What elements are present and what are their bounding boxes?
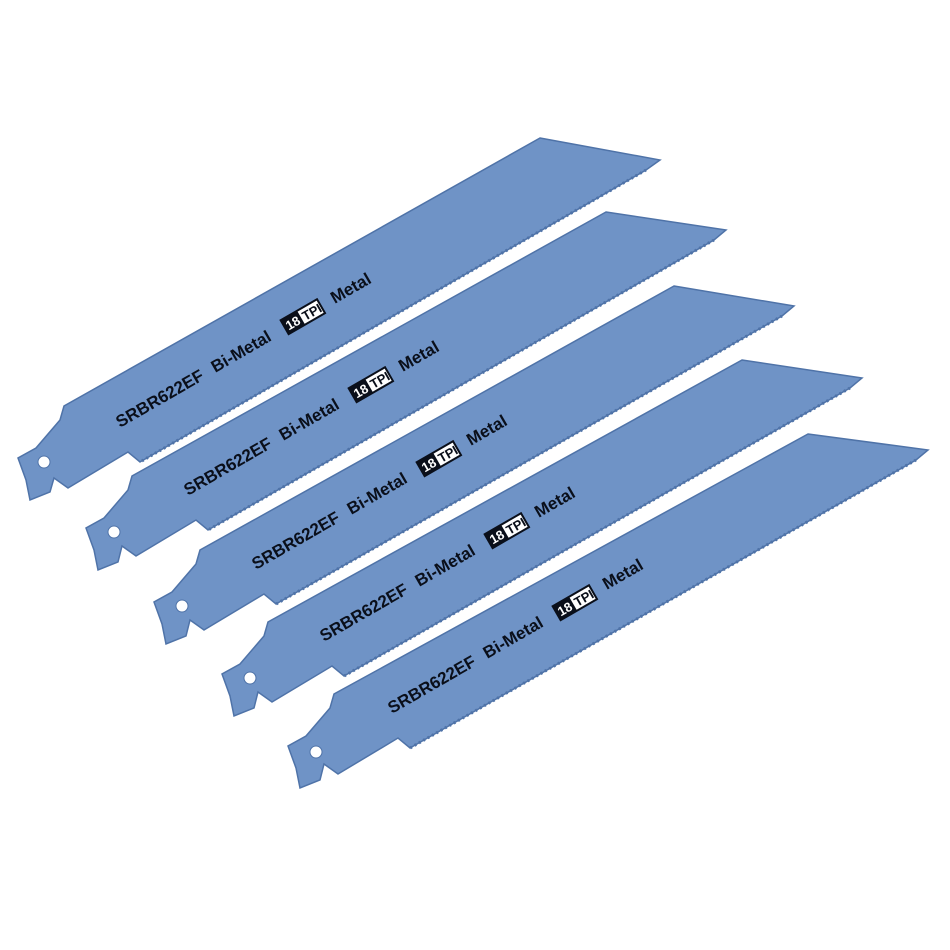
tooth-edge	[275, 314, 783, 606]
tooth-edge	[139, 168, 647, 464]
saw-blade-5: SRBR622EF Bi-Metal 18 TPI Metal	[287, 433, 930, 790]
mounting-hole	[243, 671, 257, 685]
saw-blade-4: SRBR622EF Bi-Metal 18 TPI Metal	[221, 359, 864, 718]
tooth-edge	[207, 238, 715, 532]
saw-blade-1: SRBR622EF Bi-Metal 18 TPI Metal	[17, 137, 662, 502]
tooth-edge	[409, 458, 917, 750]
blade-body	[221, 359, 864, 718]
blade-body	[17, 137, 662, 502]
tpi-number-text: 18	[283, 313, 303, 333]
mounting-hole	[309, 745, 323, 759]
tooth-edge	[343, 386, 851, 678]
tpi-number-text: 18	[419, 455, 439, 475]
tpi-number-text: 18	[487, 527, 507, 547]
tpi-number-text: 18	[555, 599, 575, 619]
blade-body	[153, 285, 796, 646]
saw-blade-3: SRBR622EF Bi-Metal 18 TPI Metal	[153, 285, 796, 646]
blade-body	[287, 433, 930, 790]
tpi-number-text: 18	[351, 381, 371, 401]
mounting-hole	[37, 455, 51, 469]
mounting-hole	[107, 525, 121, 539]
saw-blade-2: SRBR622EF Bi-Metal 18 TPI Metal	[85, 211, 728, 572]
blade-body	[85, 211, 728, 572]
mounting-hole	[175, 599, 189, 613]
